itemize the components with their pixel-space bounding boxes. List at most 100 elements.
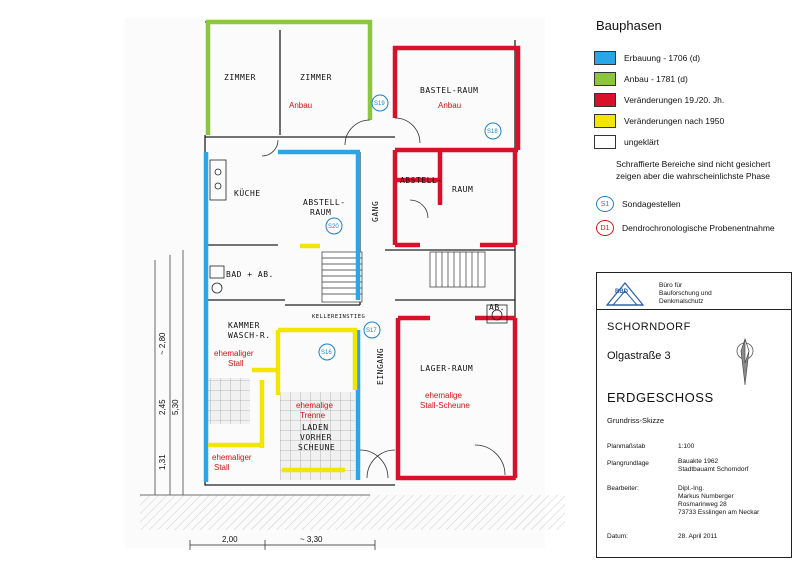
basis-label: Plangrundlage [607,460,649,467]
author-line: 73733 Esslingen am Neckar [678,509,760,516]
legend-item-19-20-jh: Veränderungen 19./20. Jh. [594,89,793,110]
legend-label: Veränderungen nach 1950 [624,115,725,126]
probe-marker-s19 [371,94,389,112]
logo-text: BBD [615,289,628,295]
legend-item-erbauung: Erbauung - 1706 (d) [594,47,793,68]
author-line: Markus Numberger [678,493,734,500]
room-gang: GANG [371,201,380,222]
stair-center [321,251,363,303]
dim-width-1: 2,00 [222,535,238,544]
room-laden-2: VORHER [300,433,332,442]
wall-veraenderung-19-20jh [392,45,521,481]
legend-swatch-white [594,134,616,149]
bbd-logo-icon [605,282,645,306]
author-line: Rosmarinweg 28 [678,501,727,508]
street-title: Olgastraße 3 [607,350,671,362]
dim-height-3: 2,45 [158,399,167,415]
legend-item-ungeklaert: ungeklärt [594,131,793,152]
legend-swatch-blue [594,50,616,65]
north-arrow-icon [736,338,754,386]
probe-label-s20: S20 [328,224,339,230]
probe-label-s16: S16 [321,350,332,356]
author-label: Bearbeiter: [607,485,639,492]
dim-height-2: 5,30 [171,399,180,415]
room-lagerraum: LAGER-RAUM [420,364,473,373]
stall-floor-grid [208,378,250,424]
probe-label-s18: S18 [487,129,498,135]
firm-name: Büro für Bauforschung und Denkmalschutz [659,282,712,306]
stair-right [429,251,486,288]
wall-anbau-1781 [205,19,373,135]
city-title: SCHORNDORF [607,321,691,333]
note-scheune-a: ehemalige [425,391,462,400]
legend-item-anbau: Anbau - 1781 (d) [594,68,793,89]
room-abstell-small: ABSTELL- [400,176,443,185]
firm-line: Büro für [659,282,683,289]
dendro-symbol-icon: D1 [596,220,614,236]
legend-label: ungeklärt [624,136,659,147]
legend-title: Bauphasen [596,18,662,33]
note-stall-1a: ehemaliger [214,349,254,358]
note-trenne-a: ehemalige [296,401,333,410]
note-stall-2a: ehemaliger [212,453,252,462]
probe-marker-s20 [325,217,343,235]
note-stall-1b: Stall [228,359,244,368]
dim-height-4: 1,31 [158,454,167,470]
probe-marker-s16 [318,343,336,361]
legend-swatch-yellow [594,113,616,128]
legend-swatch-red [594,92,616,107]
room-zimmer-1: ZIMMER [224,73,256,82]
note-trenne-b: Trenne [300,411,326,420]
room-eingang: EINGANG [376,348,385,385]
wall-erbauung-1706 [203,149,361,482]
room-ab: AB. [489,303,505,312]
sidewalk-hatch [140,495,565,530]
basis-line: Bauakte 1962 [678,458,719,465]
legend-swatch-green [594,71,616,86]
title-block: Büro für Bauforschung und Denkmalschutz … [596,272,792,558]
probe-marker-s17 [363,321,381,339]
room-bad: BAD + AB. [226,270,274,279]
room-kellereinstieg: KELLEREINSTIEG [312,314,365,320]
legend-label: Anbau - 1781 (d) [624,73,688,84]
room-laden-3: SCHEUNE [298,443,335,452]
author-value: Dipl.-Ing. Markus Numberger Rosmarinweg … [678,485,759,517]
legend-label: Sondagestellen [622,199,681,209]
plan-subtitle: Grundriss-Skizze [607,416,665,425]
room-abstellraum-1: ABSTELL- [303,198,346,207]
wall-veraenderung-nach-1950 [208,243,358,473]
laden-floor-grid [280,392,355,480]
legend: Bauphasen Erbauung - 1706 (d) Anbau - 17… [588,18,793,240]
legend-item-dendro: D1 Dendrochronologische Probenentnahme [596,216,793,240]
scale-value: 1:100 [678,443,695,450]
room-abstellraum-2: RAUM [310,208,331,217]
divider [597,309,791,310]
room-kueche: KÜCHE [234,188,261,198]
date-value: 28. April 2011 [678,533,718,540]
doors [261,117,506,479]
firm-line: Bauforschung und [659,290,712,297]
room-kammer-2: WASCH-R. [228,331,271,340]
room-laden-1: LADEN [302,423,329,432]
firm-line: Denkmalschutz [659,298,704,305]
legend-item-sondage: S1 Sondagestellen [596,192,793,216]
legend-note: Schraffierte Bereiche sind nicht gesiche… [616,159,771,181]
probe-symbol-icon: S1 [596,196,614,212]
floor-title: ERDGESCHOSS [607,390,714,405]
basis-value: Bauakte 1962 Stadtbauamt Schorndorf [678,458,748,474]
author-line: Dipl.-Ing. [678,485,705,492]
note-anbau-2: Anbau [438,101,461,110]
note-scheune-b: Stall-Scheune [420,401,470,410]
note-anbau-1: Anbau [289,101,312,110]
legend-label: Dendrochronologische Probenentnahme [622,223,775,233]
basis-line: Stadtbauamt Schorndorf [678,466,749,473]
date-label: Datum: [607,533,628,540]
floor-plan: ZIMMER ZIMMER BASTEL-RAUM KÜCHE ABSTELL-… [140,19,565,550]
legend-item-nach-1950: Veränderungen nach 1950 [594,110,793,131]
room-zimmer-2: ZIMMER [300,73,332,82]
room-kammer-1: KAMMER [228,321,260,330]
note-stall-2b: Stall [214,463,230,472]
dimension-lines [189,540,376,550]
legend-label: Erbauung - 1706 (d) [624,52,701,63]
probe-marker-s18 [484,122,502,140]
